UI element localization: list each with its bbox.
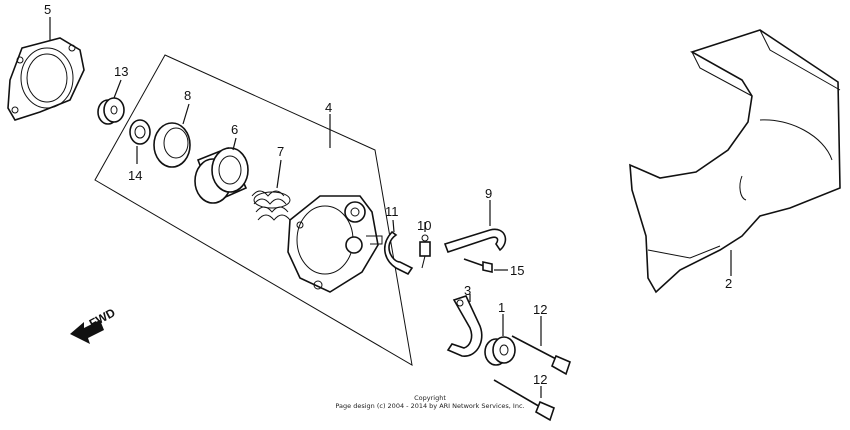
callout-12a[interactable]: 12 [533, 302, 547, 317]
callout-10[interactable]: 10 [417, 218, 431, 233]
part-2-cover[interactable] [629, 29, 841, 294]
callout-7[interactable]: 7 [277, 144, 284, 159]
part-10-switch[interactable] [419, 234, 431, 269]
forward-arrow-icon: FWD [70, 305, 118, 344]
callout-5[interactable]: 5 [44, 2, 51, 17]
part-12-bolt-upper[interactable] [511, 335, 571, 376]
assembly-outline [94, 54, 413, 366]
callout-2[interactable]: 2 [725, 276, 732, 291]
part-4-housing[interactable] [287, 195, 383, 293]
callout-15[interactable]: 15 [510, 263, 524, 278]
copyright-notice: Copyright Page design (c) 2004 - 2014 by… [300, 394, 560, 410]
part-6-sleeve[interactable] [194, 146, 249, 204]
callout-4[interactable]: 4 [325, 100, 332, 115]
part-14-bearing[interactable] [129, 119, 151, 145]
callout-12b[interactable]: 12 [533, 372, 547, 387]
copyright-text: Page design (c) 2004 - 2014 by ARI Netwo… [335, 402, 525, 410]
callout-6[interactable]: 6 [231, 122, 238, 137]
callout-9[interactable]: 9 [485, 186, 492, 201]
part-11-clip[interactable] [384, 230, 414, 276]
callout-1[interactable]: 1 [498, 300, 505, 315]
copyright-title: Copyright [414, 394, 446, 402]
part-3-holder[interactable] [446, 295, 483, 357]
callout-13[interactable]: 13 [114, 64, 128, 79]
callout-8[interactable]: 8 [184, 88, 191, 103]
callout-14[interactable]: 14 [128, 168, 142, 183]
part-13-bushing[interactable] [97, 97, 125, 125]
part-12-bolt-lower[interactable] [493, 379, 555, 422]
callout-11[interactable]: 11 [385, 204, 399, 219]
part-7-spring[interactable] [251, 190, 291, 221]
part-8-seal[interactable] [153, 122, 191, 168]
part-1-grommet[interactable] [484, 336, 516, 366]
part-9-bracket[interactable] [443, 228, 507, 254]
part-15-bolt[interactable] [463, 258, 493, 273]
part-5-gasket[interactable] [7, 37, 85, 121]
callout-3[interactable]: 3 [464, 283, 471, 298]
